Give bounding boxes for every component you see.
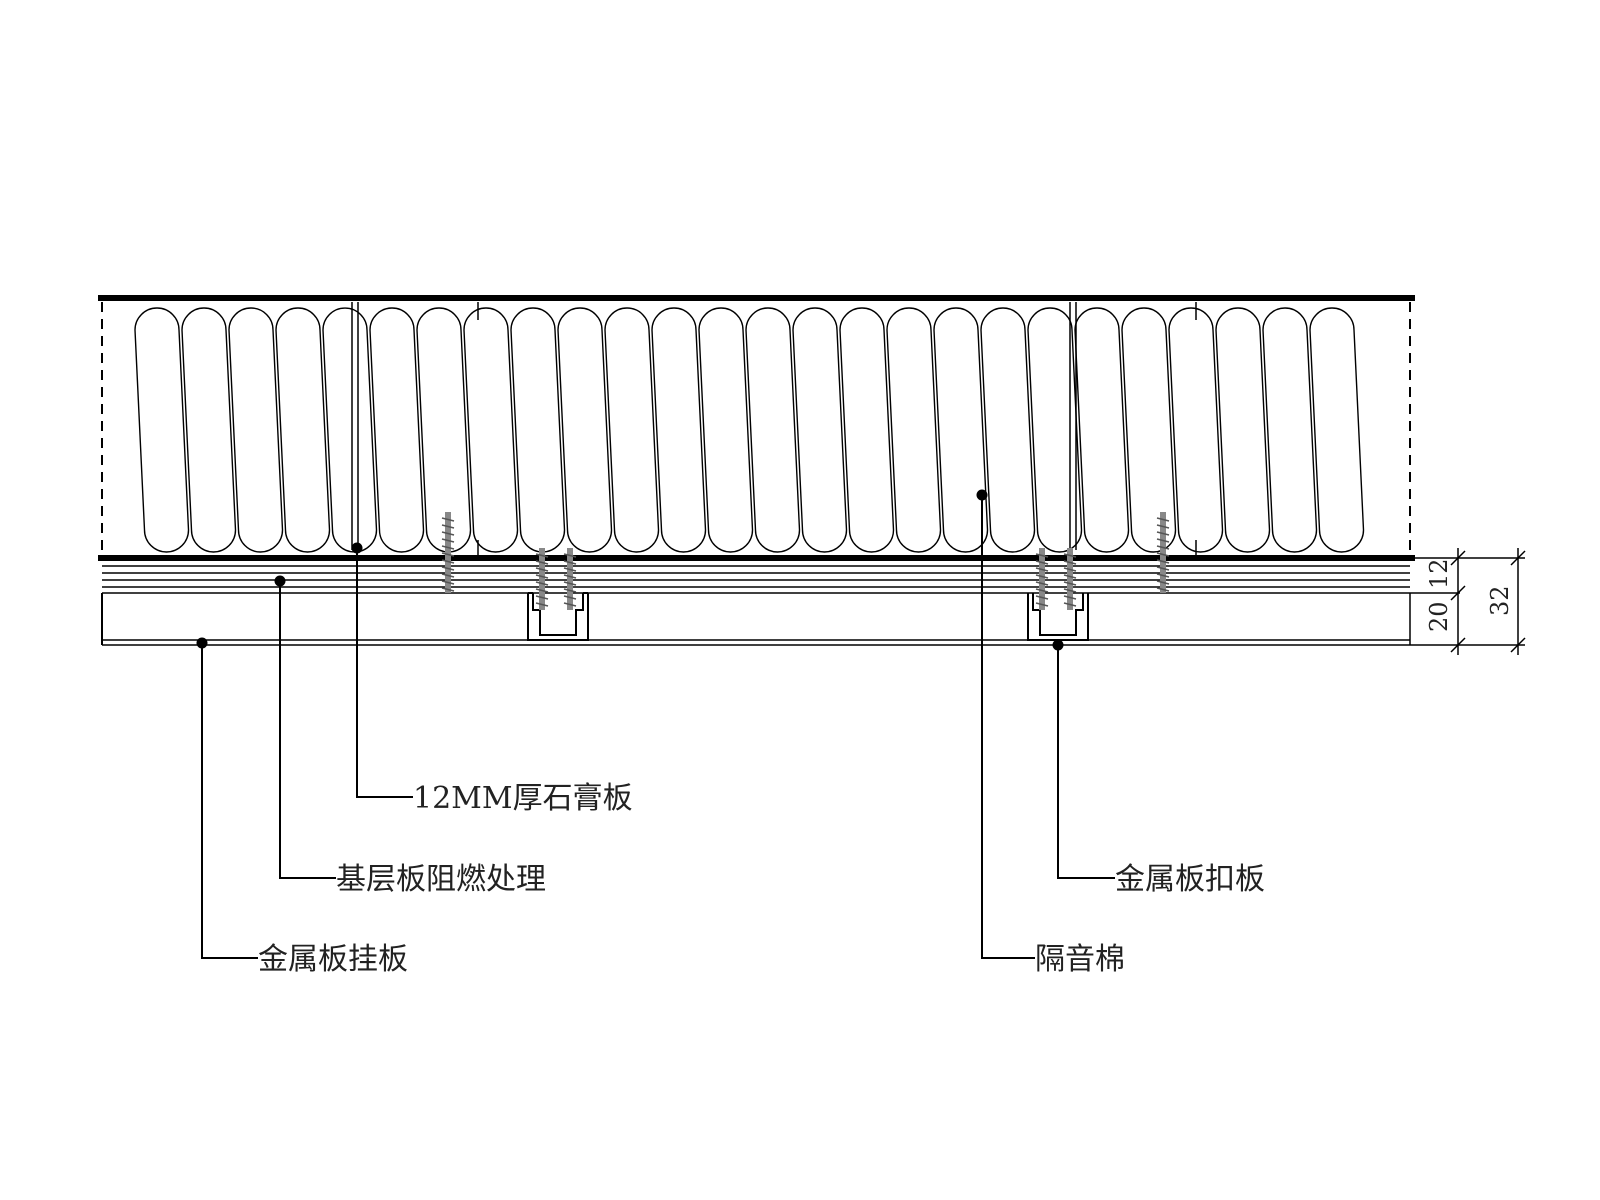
callout-sound-wool: 隔音棉 [1035,942,1125,977]
wool-pattern [134,307,1365,553]
sound-insulation-wool [134,307,1365,553]
dot-sound-wool [976,489,988,501]
stud-right [1069,302,1077,550]
leader-dots [196,489,1064,651]
leader-gypsum [356,548,413,798]
dimension-panel-layer: 20 [1425,601,1453,632]
leader-sound-wool [981,495,1035,959]
dimension-base-layer: 12 [1425,558,1453,589]
callout-base-board: 基层板阻燃处理 [336,862,546,897]
leader-clip-panel [1057,645,1115,879]
leader-lines [201,495,1115,959]
leader-hanging-panel [201,643,258,959]
dot-gypsum [351,542,363,554]
screws [441,512,1170,610]
callout-gypsum: 12MM厚石膏板 [413,781,633,816]
screw [1035,548,1049,610]
screw [563,548,577,610]
leader-base-board [279,581,336,879]
clip-profile-left [527,592,589,641]
screw [535,548,549,610]
metal-panel-layer [101,593,1411,646]
screw [1063,548,1077,610]
dot-hanging-panel [196,637,208,649]
screw [441,512,455,593]
screw [1156,512,1170,593]
clip-profile-right [1027,593,1089,641]
stud-left [351,302,359,550]
dot-base-board [274,575,286,587]
wall-section [98,295,1415,646]
callout-clip-panel: 金属板扣板 [1115,862,1265,897]
callout-hanging-panel: 金属板挂板 [258,942,408,977]
base-board-layer [102,565,1410,594]
dimension-lines [1410,548,1526,655]
dimension-total: 32 [1486,585,1514,616]
dot-clip-panel [1052,639,1064,651]
